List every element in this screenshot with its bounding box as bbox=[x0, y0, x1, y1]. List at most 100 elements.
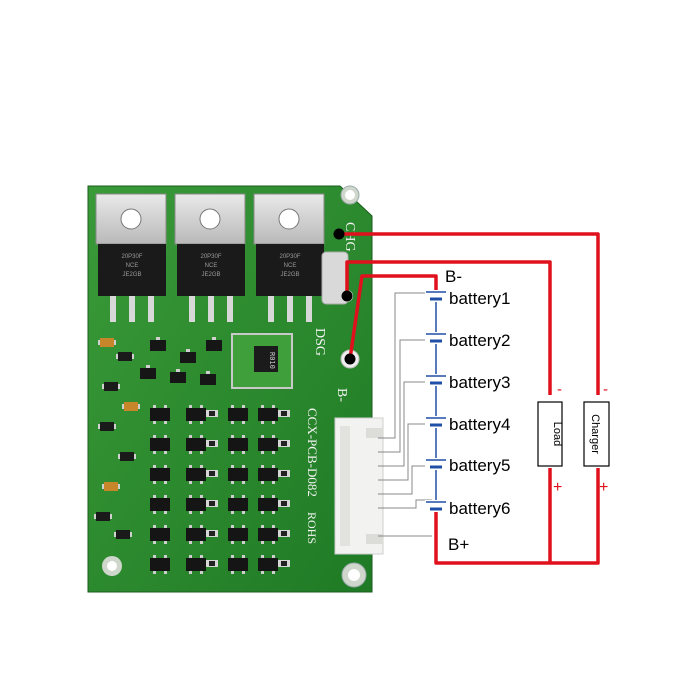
smd-resistor bbox=[278, 410, 290, 417]
smd-resistor bbox=[206, 530, 218, 537]
svg-text:JE2GB: JE2GB bbox=[122, 272, 141, 278]
smd-part bbox=[114, 530, 132, 539]
smd-chip bbox=[228, 495, 248, 514]
smd-transistor bbox=[206, 337, 222, 351]
svg-text:20P30F: 20P30F bbox=[279, 254, 300, 260]
smd-part bbox=[118, 452, 136, 461]
charger-minus-sign: - bbox=[603, 381, 608, 398]
battery-cell-4 bbox=[425, 416, 447, 428]
smd-chip bbox=[186, 555, 206, 574]
silk-dsg-label: DSG bbox=[312, 328, 327, 356]
smd-transistor bbox=[140, 365, 156, 379]
smd-transistor bbox=[150, 337, 166, 351]
charger-plus-sign: + bbox=[599, 479, 608, 496]
smd-part bbox=[98, 338, 116, 347]
smd-part bbox=[98, 422, 116, 431]
power-wires bbox=[339, 232, 600, 565]
smd-resistor bbox=[278, 560, 290, 567]
smd-chip bbox=[228, 435, 248, 454]
bplus-wire bbox=[434, 468, 600, 565]
battery-cell-5 bbox=[425, 458, 447, 470]
b-minus-label: B- bbox=[445, 267, 462, 286]
smd-chip bbox=[228, 555, 248, 574]
svg-text:NCE: NCE bbox=[205, 263, 218, 269]
battery-label-5: battery5 bbox=[449, 456, 510, 475]
mosfet-2: 20P30F NCE JE2GB bbox=[174, 193, 246, 322]
silk-chg-label: CHG bbox=[342, 222, 357, 252]
silk-rohs-label: ROHS bbox=[305, 512, 319, 544]
svg-text:JE2GB: JE2GB bbox=[201, 272, 220, 278]
svg-text:NCE: NCE bbox=[284, 263, 297, 269]
smd-components bbox=[94, 337, 290, 574]
mosfet-1: 20P30F NCE JE2GB bbox=[95, 193, 167, 322]
smd-resistor bbox=[206, 410, 218, 417]
smd-chip bbox=[186, 405, 206, 424]
smd-chip bbox=[228, 525, 248, 544]
smd-chip bbox=[150, 405, 170, 424]
svg-text:JE2GB: JE2GB bbox=[280, 272, 299, 278]
mosfet-3: 20P30F NCE JE2GB bbox=[253, 193, 325, 322]
sense-wires bbox=[378, 292, 432, 537]
bminus-wire bbox=[348, 274, 438, 360]
svg-text:NCE: NCE bbox=[126, 263, 139, 269]
smd-resistor bbox=[278, 440, 290, 447]
smd-chip bbox=[150, 525, 170, 544]
node-chg bbox=[333, 228, 345, 240]
load-plus-sign: + bbox=[553, 479, 562, 496]
silk-bminus-label: B- bbox=[334, 388, 349, 402]
smd-chip bbox=[258, 525, 278, 544]
smd-resistor bbox=[206, 500, 218, 507]
wiring bbox=[333, 228, 600, 565]
smd-chip bbox=[186, 435, 206, 454]
smd-chip bbox=[228, 405, 248, 424]
battery-cell-2 bbox=[425, 332, 447, 344]
smd-transistor bbox=[170, 369, 186, 383]
smd-chip bbox=[186, 495, 206, 514]
node-bminus bbox=[344, 353, 356, 365]
load-minus-sign: - bbox=[557, 381, 562, 398]
smd-resistor bbox=[278, 470, 290, 477]
smd-part bbox=[94, 512, 112, 521]
b-plus-label: B+ bbox=[448, 535, 469, 554]
bms-pcb: 20P30F NCE JE2GB 20P30F NCE JE2GB 20P30F… bbox=[87, 185, 384, 593]
smd-chip bbox=[186, 525, 206, 544]
dsg-wire bbox=[345, 260, 552, 395]
load-box: Load bbox=[537, 401, 563, 467]
smd-transistor bbox=[180, 349, 196, 363]
smd-part bbox=[102, 382, 120, 391]
smd-chip bbox=[150, 555, 170, 574]
battery-cell-3 bbox=[425, 374, 447, 386]
smd-transistor bbox=[200, 371, 216, 385]
battery-label-6: battery6 bbox=[449, 499, 510, 518]
battery-stack bbox=[425, 290, 447, 512]
charger-label: Charger bbox=[589, 414, 601, 454]
battery-label-4: battery4 bbox=[449, 415, 510, 434]
smd-chip bbox=[258, 495, 278, 514]
balance-connector bbox=[334, 417, 384, 555]
svg-text:20P30F: 20P30F bbox=[121, 254, 142, 260]
smd-resistor bbox=[206, 560, 218, 567]
smd-resistor bbox=[206, 440, 218, 447]
node-dsg bbox=[341, 290, 353, 302]
smd-chip bbox=[150, 435, 170, 454]
chg-wire bbox=[339, 232, 600, 395]
smd-resistor bbox=[278, 530, 290, 537]
smd-resistor bbox=[206, 470, 218, 477]
battery-label-3: battery3 bbox=[449, 373, 510, 392]
smd-chip bbox=[150, 465, 170, 484]
smd-chip bbox=[228, 465, 248, 484]
smd-chip bbox=[186, 465, 206, 484]
smd-part bbox=[116, 352, 134, 361]
smd-part bbox=[122, 402, 140, 411]
smd-chip bbox=[258, 405, 278, 424]
svg-text:20P30F: 20P30F bbox=[200, 254, 221, 260]
shunt-resistor: R010 bbox=[231, 333, 293, 389]
smd-part bbox=[102, 482, 120, 491]
smd-chip bbox=[258, 435, 278, 454]
battery-cell-1 bbox=[425, 290, 447, 302]
smd-resistor bbox=[278, 500, 290, 507]
load-label: Load bbox=[551, 422, 563, 446]
svg-text:R010: R010 bbox=[268, 352, 276, 369]
battery-label-1: battery1 bbox=[449, 289, 510, 308]
